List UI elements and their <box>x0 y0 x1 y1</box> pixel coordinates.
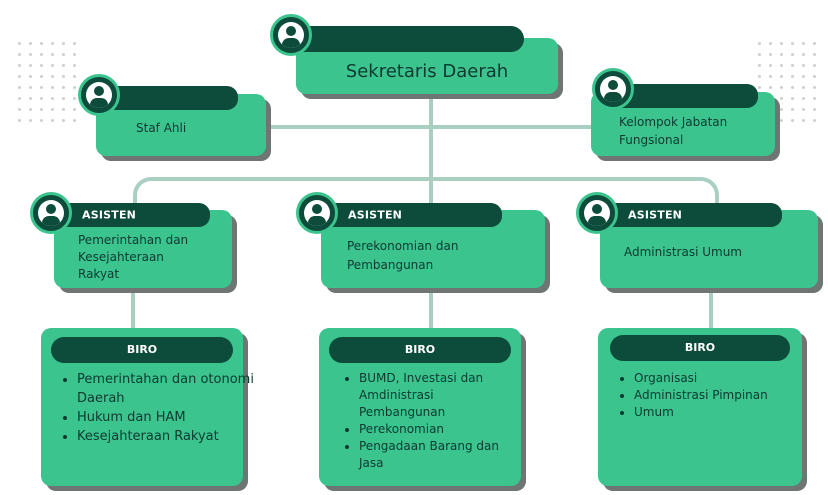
asisten-2-line-2: Pembangunan <box>347 258 434 272</box>
asisten-2-label: ASISTEN <box>348 208 403 222</box>
list-item: Pemerintahan dan otonomi Daerah <box>77 370 255 408</box>
biro-1-header: BIRO <box>51 337 233 363</box>
list-item: BUMD, Investasi dan Amdinistrasi Pembang… <box>359 370 515 421</box>
biro-3-list: Organisasi Administrasi Pimpinan Umum <box>616 370 784 421</box>
biro-card-3: BIRO Organisasi Administrasi Pimpinan Um… <box>598 328 802 486</box>
kelompok-jabatan-line-2: Fungsional <box>619 133 684 147</box>
asisten-1-line-3: Rakyat <box>78 267 120 281</box>
list-item: Hukum dan HAM <box>77 408 255 427</box>
staf-ahli-title: Staf Ahli <box>136 121 187 135</box>
list-item: Umum <box>634 404 784 421</box>
biro-3-header: BIRO <box>610 335 790 361</box>
user-avatar-icon <box>576 192 618 234</box>
asisten-1-line-2: Kesejahteraan <box>78 250 164 264</box>
dot-pattern-left <box>18 42 76 122</box>
asisten-1-label: ASISTEN <box>82 208 137 222</box>
user-avatar-icon <box>270 14 312 56</box>
connector-branch-arc <box>133 177 719 211</box>
list-item: Kesejahteraan Rakyat <box>77 427 255 446</box>
sekretaris-daerah-header <box>288 26 524 52</box>
connector-vertical-center <box>429 92 433 204</box>
user-avatar-icon <box>592 68 634 110</box>
connector-asisten-biro-3 <box>709 290 713 330</box>
user-avatar-icon <box>296 192 338 234</box>
list-item: Administrasi Pimpinan <box>634 387 784 404</box>
biro-2-list: BUMD, Investasi dan Amdinistrasi Pembang… <box>341 370 515 472</box>
connector-asisten-biro-1 <box>131 290 135 330</box>
user-avatar-icon <box>30 192 72 234</box>
list-item: Pengadaan Barang dan Jasa <box>359 438 515 472</box>
asisten-3-line-1: Administrasi Umum <box>624 245 742 259</box>
kelompok-jabatan-line-1: Kelompok Jabatan <box>619 115 728 129</box>
sekretaris-daerah-title: Sekretaris Daerah <box>345 61 509 82</box>
asisten-1-line-1: Pemerintahan dan <box>78 233 189 247</box>
asisten-2-line-1: Perekonomian dan <box>347 239 459 253</box>
user-avatar-icon <box>78 74 120 116</box>
biro-2-header: BIRO <box>329 337 511 363</box>
connector-asisten-biro-2 <box>429 290 433 330</box>
biro-card-2: BIRO BUMD, Investasi dan Amdinistrasi Pe… <box>319 328 521 486</box>
list-item: Perekonomian <box>359 421 515 438</box>
asisten-3-label: ASISTEN <box>628 208 683 222</box>
biro-1-list: Pemerintahan dan otonomi Daerah Hukum da… <box>59 370 255 446</box>
list-item: Organisasi <box>634 370 784 387</box>
biro-card-1: BIRO Pemerintahan dan otonomi Daerah Huk… <box>41 328 254 486</box>
